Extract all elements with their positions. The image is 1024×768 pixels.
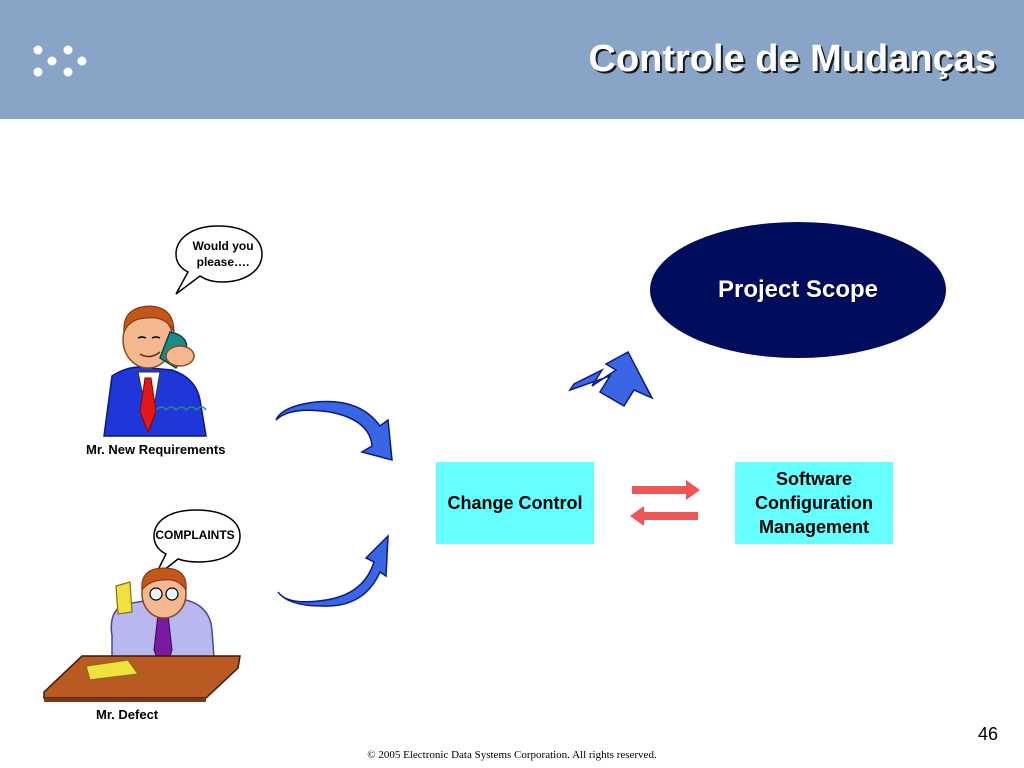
slide-header: Controle de Mudanças <box>0 0 1024 119</box>
curved-arrow-1 <box>275 400 393 462</box>
logo-dots-icon <box>33 45 87 77</box>
copyright-footer: © 2005 Electronic Data Systems Corporati… <box>367 749 657 761</box>
person-2-label: Mr. Defect <box>96 707 159 722</box>
man-on-phone-clipart <box>103 305 207 437</box>
curved-arrow-2 <box>277 534 389 607</box>
man-at-desk-clipart <box>43 567 241 702</box>
double-arrow <box>568 350 654 408</box>
bubble-text-2: COMPLAINTS <box>155 528 235 542</box>
person-1-label: Mr. New Requirements <box>86 442 226 457</box>
speech-bubble-1 <box>175 225 263 295</box>
scm-label: Software Configuration Management <box>755 469 873 537</box>
slide-title: Controle de Mudanças <box>588 38 997 80</box>
project-scope-label: Project Scope <box>717 276 879 303</box>
project-scope-oval: Project Scope <box>650 222 946 358</box>
exchange-arrows <box>630 480 700 526</box>
scm-box: Software Configuration Management <box>735 462 893 544</box>
speech-bubble-2 <box>153 509 241 579</box>
change-control-label: Change Control <box>447 493 583 513</box>
bubble-text-1: Would you please…. <box>192 239 254 269</box>
change-control-box: Change Control <box>436 462 594 544</box>
page-number: 46 <box>977 724 998 744</box>
